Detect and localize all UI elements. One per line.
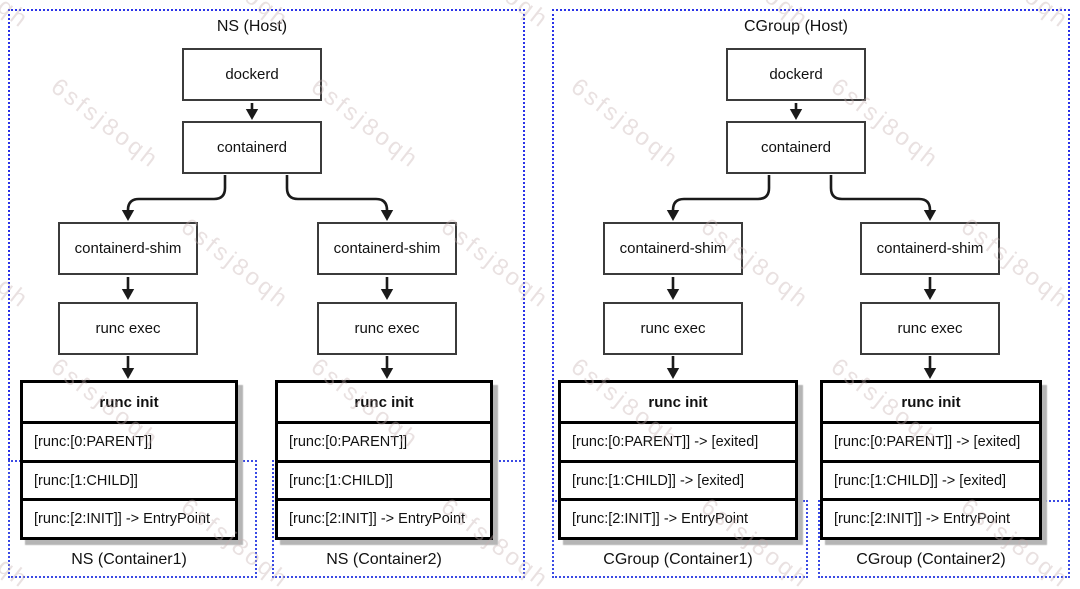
cgroup-containerd-shim1-label: containerd-shim (619, 240, 727, 257)
ns-runc-exec2-box: runc exec (317, 302, 457, 355)
ns-containerd-shim1-label: containerd-shim (74, 240, 182, 257)
cgroup-container1-label: CGroup (Container1) (603, 551, 753, 568)
ns-runc-exec2-label: runc exec (354, 320, 420, 337)
cgroup-stack2-header: runc init (901, 393, 961, 411)
cgroup-containerd-shim1-box: containerd-shim (603, 222, 743, 275)
ns-stack1-row-parent: [runc:[0:PARENT]] (23, 421, 235, 460)
cgroup-runc-init-stack1: runc init [runc:[0:PARENT]] -> [exited] … (558, 380, 798, 540)
ns-container2-label: NS (Container2) (326, 551, 442, 568)
cgroup-stack1-row-init: [runc:[2:INIT]] -> EntryPoint (561, 498, 795, 537)
cgroup-runc-exec2-label: runc exec (897, 320, 963, 337)
ns-stack2-row-child: [runc:[1:CHILD]] (278, 459, 490, 499)
ns-dockerd-label: dockerd (225, 66, 279, 83)
ns-container1-label: NS (Container1) (71, 551, 187, 568)
cgroup-stack2-row-parent: [runc:[0:PARENT]] -> [exited] (823, 421, 1039, 460)
cgroup-containerd-shim2-label: containerd-shim (876, 240, 984, 257)
cgroup-host-title: CGroup (Host) (743, 18, 849, 35)
cgroup-stack1-header: runc init (648, 393, 708, 411)
ns-containerd-label: containerd (216, 139, 288, 156)
cgroup-container2-label: CGroup (Container2) (856, 551, 1006, 568)
ns-stack1-row-child: [runc:[1:CHILD]] (23, 459, 235, 499)
ns-stack2-header: runc init (354, 393, 414, 411)
ns-runc-exec1-label: runc exec (95, 320, 161, 337)
ns-runc-init-stack1: runc init [runc:[0:PARENT]] [runc:[1:CHI… (20, 380, 238, 540)
cgroup-containerd-label: containerd (760, 139, 832, 156)
ns-stack1-row-init: [runc:[2:INIT]] -> EntryPoint (23, 498, 235, 537)
ns-host-title: NS (Host) (216, 18, 288, 35)
cgroup-containerd-shim2-box: containerd-shim (860, 222, 1000, 275)
cgroup-stack1-row-parent: [runc:[0:PARENT]] -> [exited] (561, 421, 795, 460)
cgroup-runc-exec1-box: runc exec (603, 302, 743, 355)
cgroup-runc-exec1-label: runc exec (640, 320, 706, 337)
cgroup-stack1-row-child: [runc:[1:CHILD]] -> [exited] (561, 459, 795, 499)
ns-stack2-row-parent: [runc:[0:PARENT]] (278, 421, 490, 460)
cgroup-dockerd-label: dockerd (769, 66, 823, 83)
ns-dockerd-box: dockerd (182, 48, 322, 101)
ns-containerd-shim2-box: containerd-shim (317, 222, 457, 275)
cgroup-runc-init-stack2: runc init [runc:[0:PARENT]] -> [exited] … (820, 380, 1042, 540)
cgroup-dockerd-box: dockerd (726, 48, 866, 101)
ns-stack1-header: runc init (99, 393, 159, 411)
cgroup-runc-exec2-box: runc exec (860, 302, 1000, 355)
ns-stack2-row-init: [runc:[2:INIT]] -> EntryPoint (278, 498, 490, 537)
ns-host-boundary (8, 9, 525, 460)
cgroup-containerd-box: containerd (726, 121, 866, 174)
cgroup-host-boundary (552, 9, 1070, 500)
ns-containerd-shim1-box: containerd-shim (58, 222, 198, 275)
ns-containerd-box: containerd (182, 121, 322, 174)
ns-runc-init-stack2: runc init [runc:[0:PARENT]] [runc:[1:CHI… (275, 380, 493, 540)
cgroup-stack2-row-init: [runc:[2:INIT]] -> EntryPoint (823, 498, 1039, 537)
cgroup-stack2-row-child: [runc:[1:CHILD]] -> [exited] (823, 459, 1039, 499)
ns-runc-exec1-box: runc exec (58, 302, 198, 355)
ns-containerd-shim2-label: containerd-shim (333, 240, 441, 257)
